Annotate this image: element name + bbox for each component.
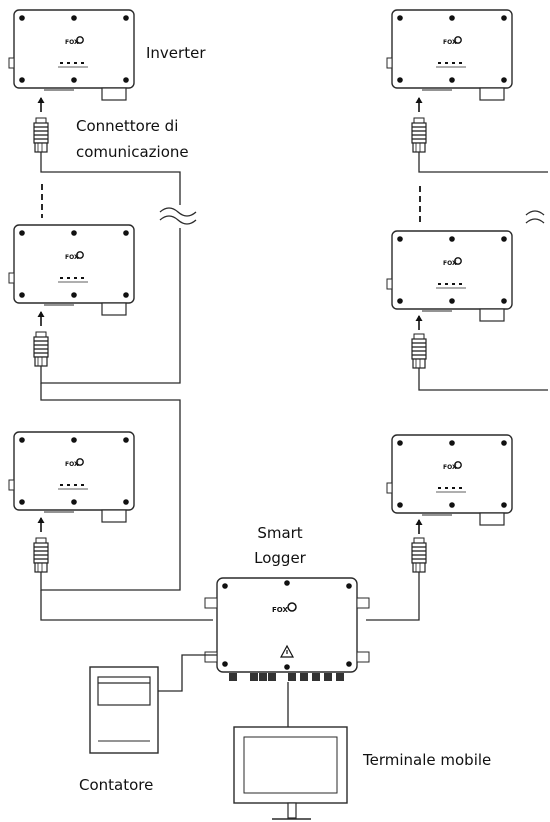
- connector-icon: [411, 117, 427, 153]
- connector-icon: [33, 331, 49, 367]
- logger-label-line2: Logger: [254, 549, 306, 567]
- left-chain-wiring: [40, 152, 213, 621]
- connector-icon: [411, 333, 427, 369]
- meter-icon: [89, 666, 159, 754]
- inverter-icon: [386, 9, 513, 101]
- connector-icon: [33, 537, 49, 573]
- inverter-icon: [386, 230, 513, 322]
- inverter-icon: [386, 434, 513, 526]
- logger-wiring: [158, 654, 289, 727]
- up-arrow-icon: [414, 314, 424, 331]
- inverter-icon: [8, 224, 135, 316]
- connector-icon: [411, 537, 427, 573]
- connector-icon: [33, 117, 49, 153]
- inverter-label: Inverter: [146, 44, 206, 62]
- connector-label-line1: Connettore di: [76, 117, 179, 135]
- up-arrow-icon: [414, 518, 424, 535]
- up-arrow-icon: [414, 96, 424, 113]
- svg-text:FOX: FOX: [272, 606, 288, 614]
- mobile-terminal-label: Terminale mobile: [363, 751, 492, 769]
- right-chain-wiring: [366, 152, 548, 621]
- up-arrow-icon: [36, 96, 46, 113]
- inverter-icon: [8, 431, 135, 523]
- up-arrow-icon: [36, 516, 46, 533]
- warning-icon: [279, 644, 295, 658]
- inverter-icon: [8, 9, 135, 101]
- up-arrow-icon: [36, 310, 46, 327]
- connector-label-line2: comunicazione: [76, 143, 189, 161]
- logger-label-line1: Smart: [257, 524, 303, 542]
- monitor-icon: [233, 726, 348, 820]
- meter-label: Contatore: [79, 776, 154, 794]
- smart-logger-icon: FOX: [204, 577, 370, 681]
